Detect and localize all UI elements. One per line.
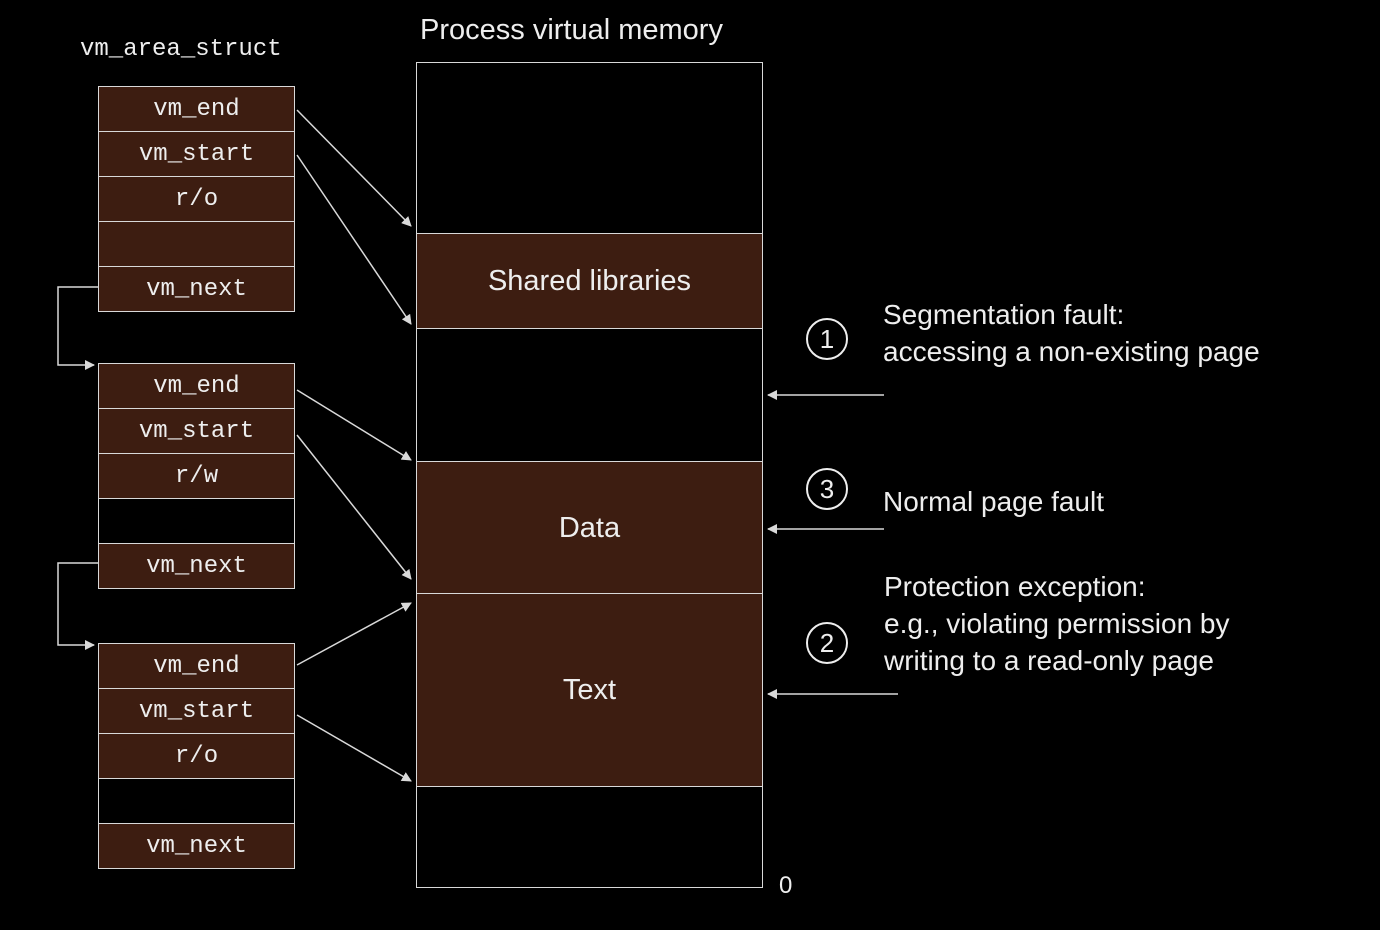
memory-title: Process virtual memory — [420, 14, 723, 46]
fault-1-description: Segmentation fault: accessing a non-exis… — [883, 296, 1260, 370]
struct-title: vm_area_struct — [80, 36, 282, 63]
field-vm-start: vm_start — [98, 131, 295, 177]
fault-number-1: 1 — [806, 318, 848, 360]
fault-2-line1: Protection exception: — [884, 571, 1146, 602]
field-vm-start: vm_start — [98, 408, 295, 454]
vm-area-struct-2: vm_end vm_start r/w vm_next — [98, 363, 295, 589]
segment-data: Data — [417, 461, 762, 595]
field-empty — [98, 221, 295, 267]
field-vm-next: vm_next — [98, 823, 295, 869]
fault-3-description: Normal page fault — [883, 483, 1104, 520]
field-permission: r/w — [98, 453, 295, 499]
virtual-memory-column: Shared libraries Data Text — [416, 62, 763, 888]
arrow-s2-start — [296, 434, 412, 580]
arrow-s3-end — [296, 602, 412, 666]
arrow-next-1 — [57, 286, 98, 370]
field-vm-next: vm_next — [98, 266, 295, 312]
arrow-s2-end — [296, 389, 412, 461]
fault-number-2: 2 — [806, 622, 848, 664]
fault-number-3: 3 — [806, 468, 848, 510]
fault-2-line2: e.g., violating permission by — [884, 608, 1230, 639]
segment-text: Text — [417, 593, 762, 787]
vm-area-struct-3: vm_end vm_start r/o vm_next — [98, 643, 295, 869]
arrow-s1-end — [296, 109, 412, 227]
fault-3-line1: Normal page fault — [883, 486, 1105, 517]
field-vm-next: vm_next — [98, 543, 295, 589]
field-vm-end: vm_end — [98, 363, 295, 409]
segment-shared-libraries: Shared libraries — [417, 233, 762, 329]
arrow-next-2 — [57, 562, 98, 650]
address-zero-label: 0 — [779, 872, 793, 899]
fault-1-line2: accessing a non-existing page — [883, 336, 1260, 367]
field-vm-end: vm_end — [98, 86, 295, 132]
fault-2-line3: writing to a read-only page — [884, 645, 1214, 676]
fault-1-line1: Segmentation fault: — [883, 299, 1125, 330]
arrow-s3-start — [296, 714, 412, 782]
fault-2-description: Protection exception: e.g., violating pe… — [884, 568, 1230, 679]
field-vm-start: vm_start — [98, 688, 295, 734]
vm-area-struct-1: vm_end vm_start r/o vm_next — [98, 86, 295, 312]
arrow-s1-start — [296, 154, 412, 325]
